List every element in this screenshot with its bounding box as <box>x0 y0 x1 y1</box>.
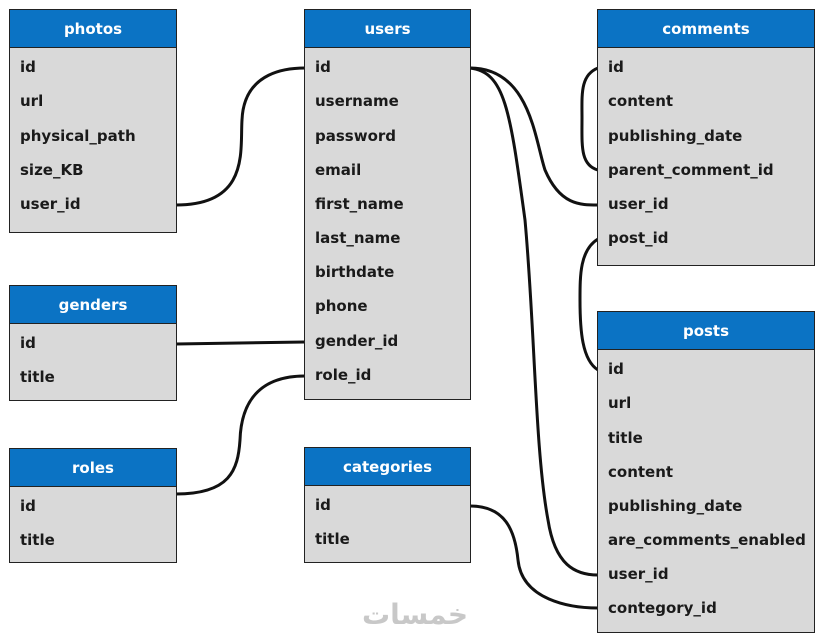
field-users-birthdate: birthdate <box>315 263 395 281</box>
link-roles-users <box>175 374 306 496</box>
link-categories-posts <box>469 504 599 610</box>
link-users-posts-user <box>469 66 599 577</box>
field-users-role-id: role_id <box>315 366 372 384</box>
table-comments-title: comments <box>598 10 814 48</box>
field-categories-id: id <box>315 496 331 514</box>
table-roles: roles id title <box>9 448 177 563</box>
field-users-phone: phone <box>315 297 368 315</box>
field-posts-url: url <box>608 394 632 412</box>
field-photos-id: id <box>20 58 36 76</box>
table-roles-title: roles <box>10 449 176 487</box>
table-users-title: users <box>305 10 470 48</box>
field-posts-user-id: user_id <box>608 565 669 583</box>
table-genders: genders id title <box>9 285 177 401</box>
field-users-first-name: first_name <box>315 195 404 213</box>
field-comments-id: id <box>608 58 624 76</box>
table-categories: categories id title <box>304 447 471 563</box>
table-genders-title: genders <box>10 286 176 324</box>
field-posts-id: id <box>608 360 624 378</box>
field-comments-user-id: user_id <box>608 195 669 213</box>
field-genders-id: id <box>20 334 36 352</box>
field-users-last-name: last_name <box>315 229 401 247</box>
field-photos-size-kb: size_KB <box>20 161 84 179</box>
field-roles-title: title <box>20 531 55 549</box>
field-users-password: password <box>315 127 397 145</box>
field-comments-parent-comment-id: parent_comment_id <box>608 161 774 179</box>
field-genders-title: title <box>20 368 55 386</box>
field-posts-are-comments-enabled: are_comments_enabled <box>608 531 806 549</box>
field-posts-content: content <box>608 463 674 481</box>
field-users-id: id <box>315 58 331 76</box>
field-comments-content: content <box>608 92 674 110</box>
field-users-gender-id: gender_id <box>315 332 399 350</box>
link-comments-posts <box>578 237 599 372</box>
field-posts-title: title <box>608 429 643 447</box>
link-genders-users <box>175 340 306 346</box>
field-photos-physical-path: physical_path <box>20 127 136 145</box>
field-posts-contegory-id: contegory_id <box>608 599 717 617</box>
table-photos: photos id url physical_path size_KB user… <box>9 9 177 233</box>
table-posts-title: posts <box>598 312 814 350</box>
field-users-email: email <box>315 161 362 179</box>
field-comments-publishing-date: publishing_date <box>608 127 743 145</box>
table-photos-title: photos <box>10 10 176 48</box>
field-categories-title: title <box>315 530 350 548</box>
field-comments-post-id: post_id <box>608 229 669 247</box>
field-posts-publishing-date: publishing_date <box>608 497 743 515</box>
field-photos-user-id: user_id <box>20 195 81 213</box>
field-roles-id: id <box>20 497 36 515</box>
link-comments-self <box>580 66 599 172</box>
table-posts: posts id url title content publishing_da… <box>597 311 815 633</box>
table-users: users id username password email first_n… <box>304 9 471 400</box>
watermark: خمسات <box>362 598 469 631</box>
table-categories-title: categories <box>305 448 470 486</box>
link-photos-users <box>175 66 306 207</box>
field-photos-url: url <box>20 92 44 110</box>
field-users-username: username <box>315 92 399 110</box>
link-users-comments-user <box>469 66 599 207</box>
table-comments: comments id content publishing_date pare… <box>597 9 815 266</box>
